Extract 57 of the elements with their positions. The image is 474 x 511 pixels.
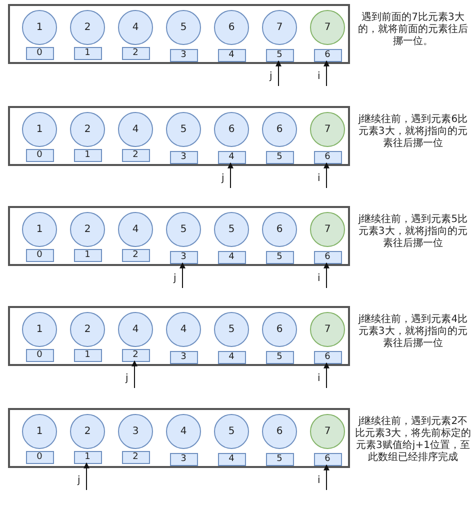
index-box: 0 bbox=[26, 249, 54, 262]
index-box: 0 bbox=[26, 149, 54, 162]
index-box: 1 bbox=[74, 451, 102, 464]
array-panel bbox=[8, 408, 350, 468]
index-box: 6 bbox=[314, 351, 342, 364]
index-box: 1 bbox=[74, 149, 102, 162]
pointer-label: i bbox=[316, 72, 322, 82]
index-box: 5 bbox=[266, 351, 294, 364]
pointer-label: j bbox=[76, 476, 82, 486]
index-box: 6 bbox=[314, 151, 342, 164]
pointer-label: i bbox=[316, 374, 322, 384]
step-note: j继续往前，遇到元素6比元素3大，就将j指向的元素往后挪一位 bbox=[357, 114, 469, 150]
pointer-label: j bbox=[220, 174, 226, 184]
step-note: j继续往前，遇到元素2不比元素3大，将先前标定的元素3赋值给j+1位置，至此数组已经排序完成 bbox=[354, 416, 472, 464]
index-box: 6 bbox=[314, 251, 342, 264]
array-panel bbox=[8, 106, 350, 166]
index-box: 5 bbox=[266, 453, 294, 466]
index-box: 5 bbox=[266, 251, 294, 264]
index-box: 2 bbox=[122, 349, 150, 362]
step-note: j继续往前，遇到元素4比元素3大，就将j指向的元素往后挪一位 bbox=[357, 314, 469, 350]
pointer-label: j bbox=[172, 274, 178, 284]
index-box: 2 bbox=[122, 149, 150, 162]
pointer-label: i bbox=[316, 174, 322, 184]
index-box: 3 bbox=[170, 453, 198, 466]
pointer-label: i bbox=[316, 476, 322, 486]
pointer-label: i bbox=[316, 274, 322, 284]
pointer-label: j bbox=[124, 374, 130, 384]
index-box: 5 bbox=[266, 49, 294, 62]
index-box: 3 bbox=[170, 49, 198, 62]
index-box: 4 bbox=[218, 351, 246, 364]
step-note: j继续往前，遇到元素5比元素3大，就将j指向的元素往后挪一位 bbox=[357, 214, 469, 250]
pointer-arrow bbox=[84, 462, 90, 490]
index-box: 3 bbox=[170, 151, 198, 164]
index-box: 3 bbox=[170, 251, 198, 264]
index-box: 6 bbox=[314, 49, 342, 62]
array-panel bbox=[8, 206, 350, 266]
index-box: 0 bbox=[26, 451, 54, 464]
index-box: 2 bbox=[122, 451, 150, 464]
index-box: 0 bbox=[26, 349, 54, 362]
index-box: 5 bbox=[266, 151, 294, 164]
index-box: 4 bbox=[218, 453, 246, 466]
index-box: 6 bbox=[314, 453, 342, 466]
index-box: 4 bbox=[218, 151, 246, 164]
index-box: 2 bbox=[122, 249, 150, 262]
index-box: 1 bbox=[74, 47, 102, 60]
index-box: 0 bbox=[26, 47, 54, 60]
step-note: 遇到前面的7比元素3大的，就将前面的元素往后挪一位。 bbox=[357, 12, 469, 48]
index-box: 1 bbox=[74, 249, 102, 262]
index-box: 2 bbox=[122, 47, 150, 60]
pointer-arrow bbox=[132, 360, 138, 388]
index-box: 3 bbox=[170, 351, 198, 364]
index-box: 4 bbox=[218, 49, 246, 62]
array-panel bbox=[8, 4, 350, 64]
index-box: 4 bbox=[218, 251, 246, 264]
index-box: 1 bbox=[74, 349, 102, 362]
array-panel bbox=[8, 306, 350, 366]
pointer-label: j bbox=[268, 72, 274, 82]
